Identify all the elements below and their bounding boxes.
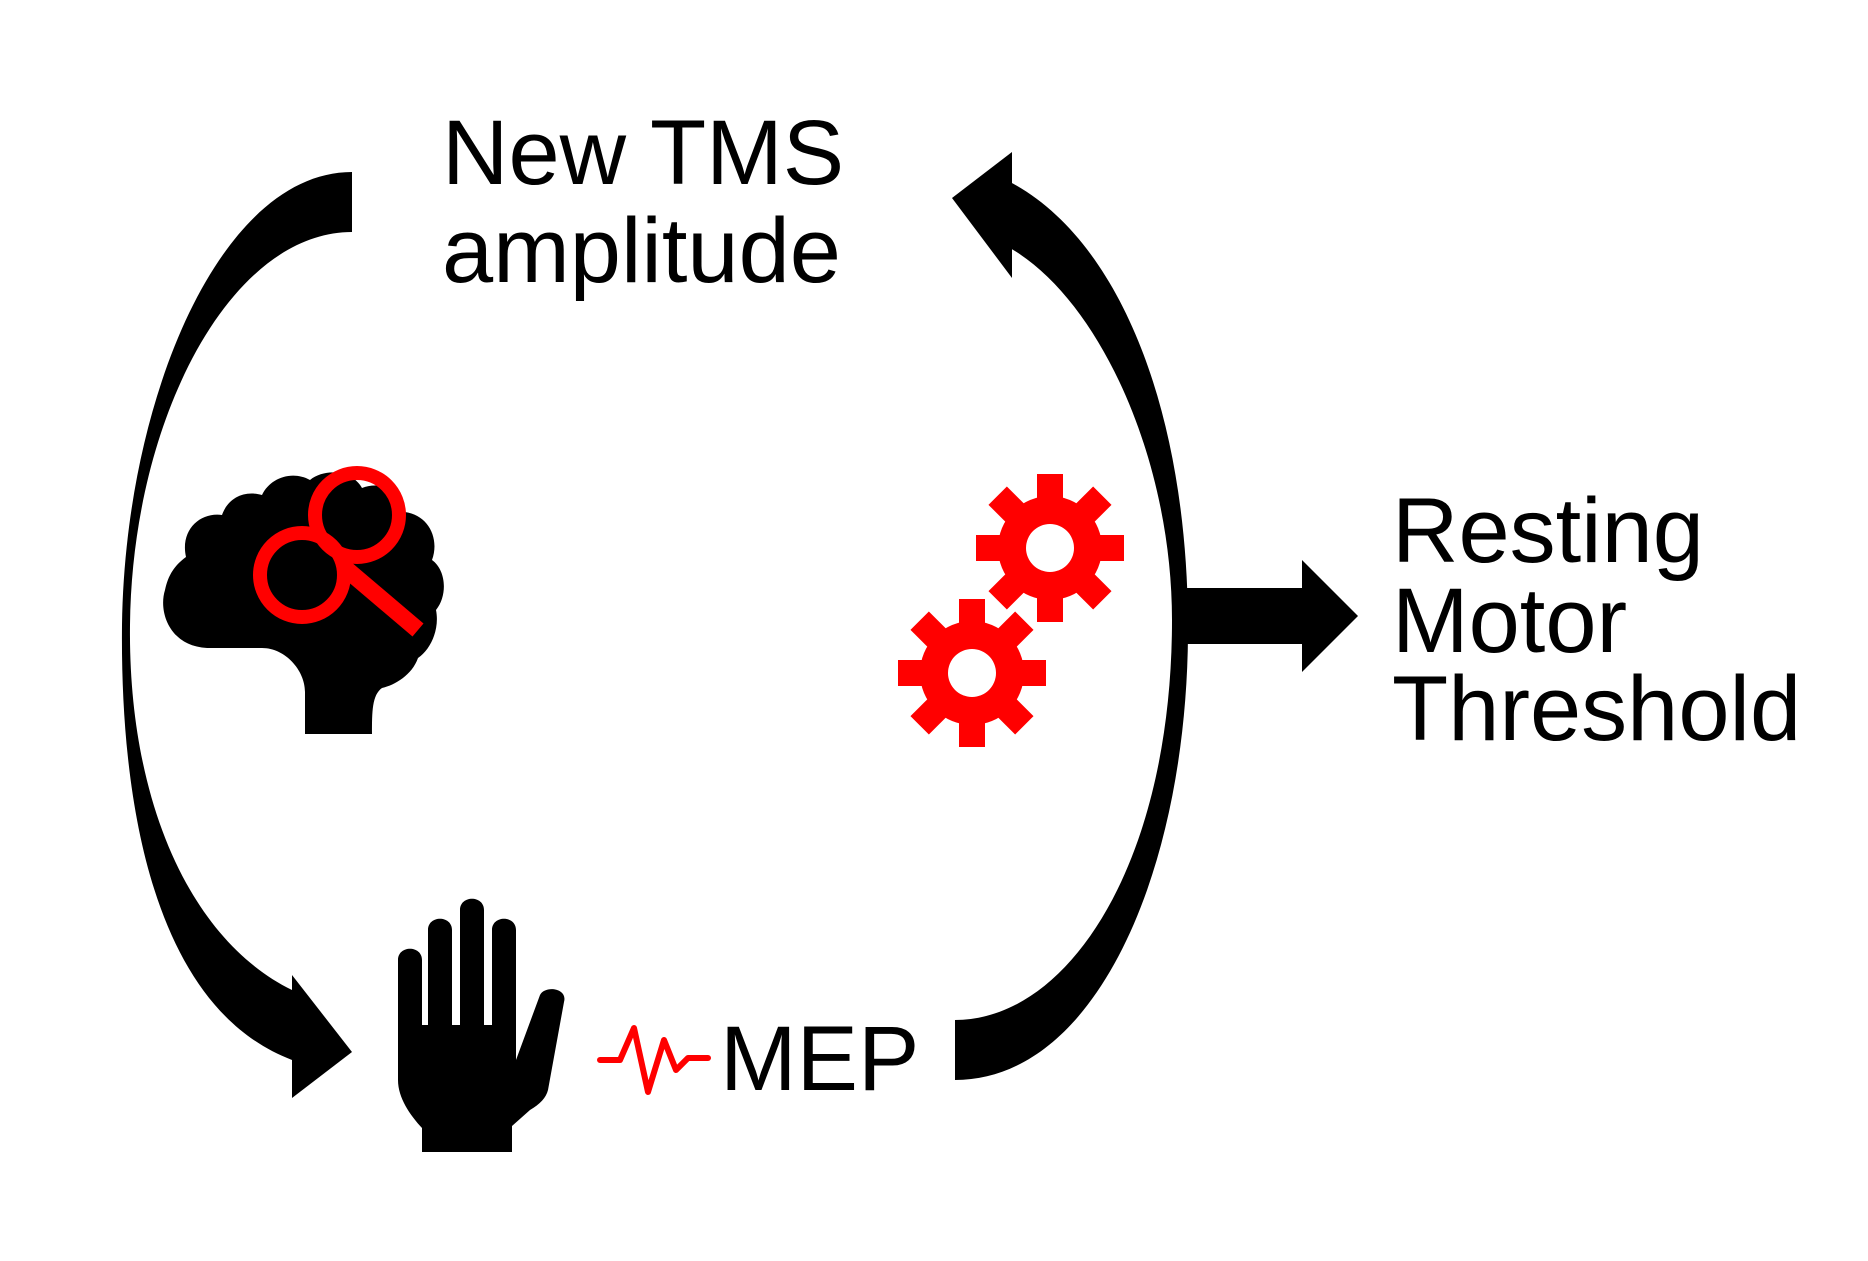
mep-label: MEP (720, 1008, 919, 1110)
right-cycle-arrow (952, 152, 1189, 1080)
brain-with-tms-coil-icon (163, 466, 444, 734)
rmt-label-line1: Resting (1392, 480, 1704, 582)
output-arrow (1176, 560, 1358, 672)
rmt-label-line3: Threshold (1392, 658, 1801, 760)
hand-icon (398, 898, 565, 1152)
gears-icon (898, 474, 1124, 747)
left-cycle-arrow (121, 172, 352, 1098)
new-tms-label-line2: amplitude (442, 200, 841, 302)
mep-waveform-icon (597, 1025, 711, 1095)
new-tms-label-line1: New TMS (442, 102, 844, 204)
rmt-label-line2: Motor (1392, 570, 1627, 672)
